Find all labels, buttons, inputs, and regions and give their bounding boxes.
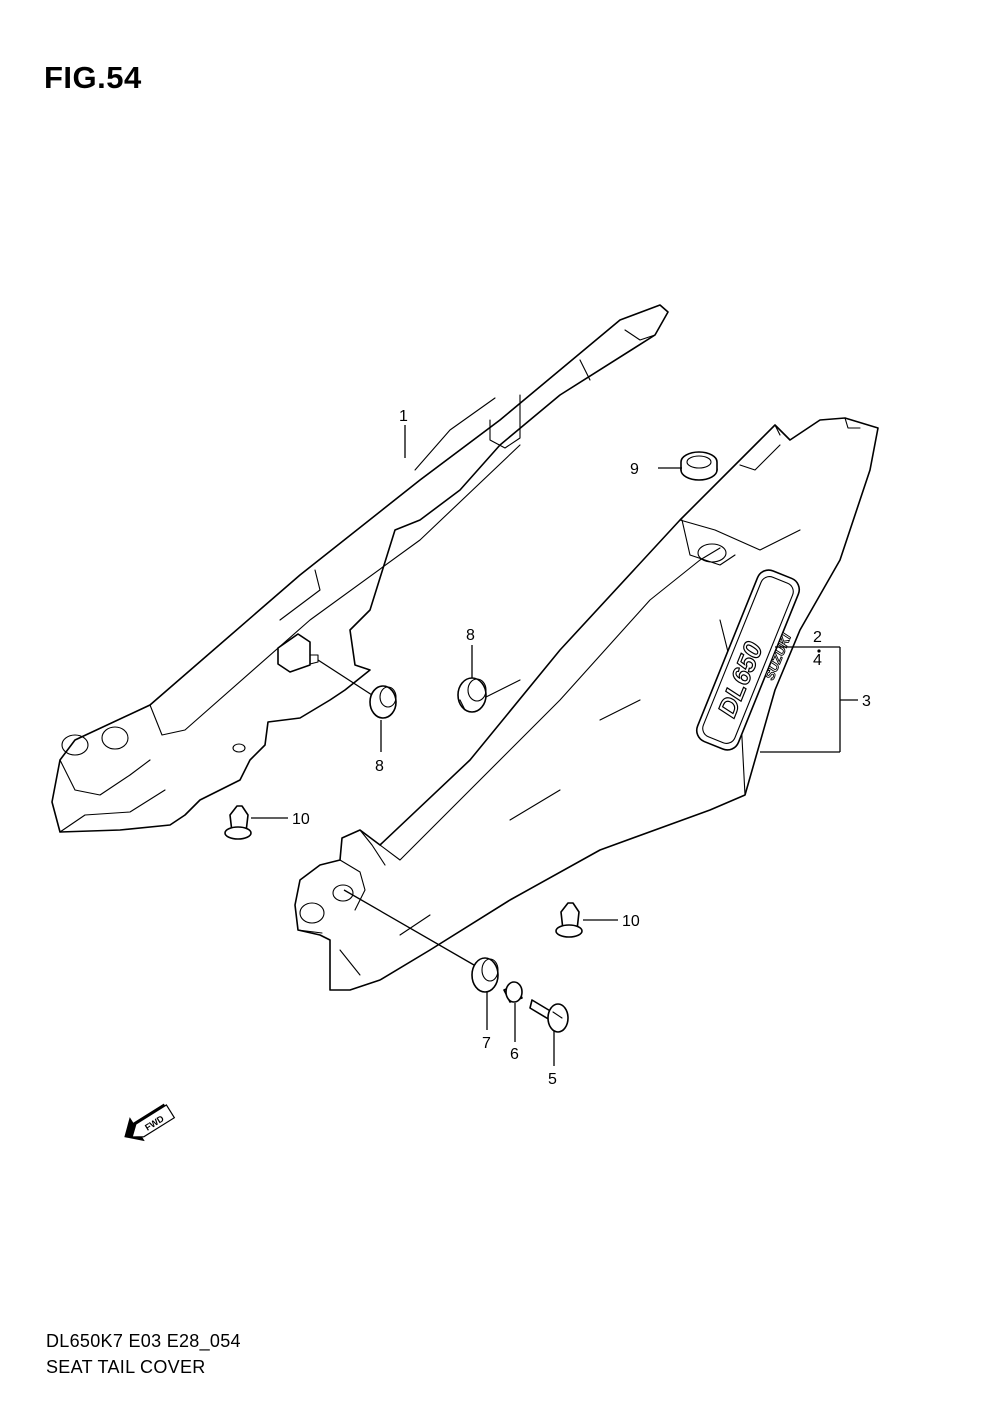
callout-4: 4 [813,652,822,669]
callout-3: 3 [862,693,871,710]
clip-10-left [224,805,252,840]
callout-5: 5 [548,1071,557,1088]
callout-labels: 1 2 3 4 5 6 7 8 8 9 10 10 [292,408,871,1088]
collar-6 [503,981,523,1003]
callout-6: 6 [510,1046,519,1063]
bolt-5 [529,999,569,1033]
grommet-7 [471,957,499,993]
figure-caption: SEAT TAIL COVER [46,1357,206,1377]
callout-7: 7 [482,1035,491,1052]
leader-lines [251,425,858,1066]
grommet-9 [680,451,718,481]
right-tail-cover-part: DL650 SUZUKI [294,417,879,991]
clip-10-right [555,902,583,938]
callout-9: 9 [630,461,639,478]
grommet-8-left [369,685,397,719]
callout-2: 2 [813,629,822,646]
callout-10-left: 10 [292,811,310,828]
callout-8-middle: 8 [466,627,475,644]
figure-title: FIG.54 [44,60,142,95]
callout-1: 1 [399,408,408,425]
fwd-arrow-icon: FWD [124,1103,176,1142]
grommet-8-middle [457,677,487,713]
callout-8-left: 8 [375,758,384,775]
callout-10-right: 10 [622,913,640,930]
left-tail-cover-part [51,304,669,833]
model-code: DL650K7 E03 E28_054 [46,1331,241,1351]
